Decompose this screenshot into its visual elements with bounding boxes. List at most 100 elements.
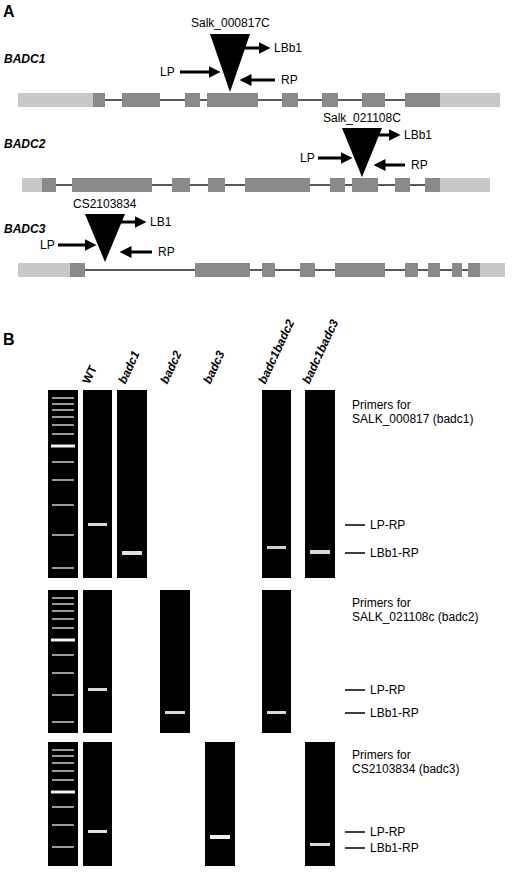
utr-box [18, 263, 70, 277]
exon-box [362, 93, 385, 107]
exon-box [405, 93, 440, 107]
exon-box [207, 93, 258, 107]
exon-box [425, 178, 440, 192]
exon-box [452, 263, 462, 277]
gel-band [165, 711, 185, 714]
ladder-band [51, 639, 75, 642]
exon-box [195, 263, 250, 277]
primer-arrow [378, 164, 405, 167]
primer-name: LBb1 [274, 41, 302, 55]
gel-band [310, 843, 330, 846]
utr-box [440, 93, 500, 107]
gel-band [122, 551, 142, 555]
gel-band [310, 550, 330, 554]
exon-box [468, 263, 480, 277]
utr-box [440, 178, 490, 192]
gene-name: BADC2 [4, 137, 45, 151]
gel-lane [48, 742, 78, 866]
primer-arrow [114, 221, 142, 224]
gel-band [88, 523, 107, 526]
gel-lane [160, 590, 190, 733]
lane-header: WT [79, 363, 100, 386]
primer-name: RP [411, 158, 428, 172]
exon-box [42, 178, 56, 192]
primer-set-label: Primers for CS2103834 (badc3) [352, 748, 472, 776]
exon-box [352, 178, 378, 192]
gel-lane [83, 742, 112, 866]
exon-box [335, 263, 385, 277]
primer-arrow [240, 47, 266, 50]
insertion-name: Salk_021108C [323, 111, 401, 125]
exon-box [70, 263, 85, 277]
exon-box [208, 178, 225, 192]
gel-lane [305, 390, 335, 578]
primer-name: LBb1 [404, 128, 432, 142]
gel-band [267, 546, 286, 549]
primer-arrow [318, 157, 348, 160]
gene-name: BADC1 [4, 52, 45, 66]
band-label: LP-RP [370, 825, 405, 839]
exon-box [405, 263, 418, 277]
gel-lane [48, 590, 78, 733]
gel-lane [48, 390, 78, 578]
utr-box [18, 93, 93, 107]
primer-arrow [180, 71, 216, 74]
exon-box [395, 178, 410, 192]
primer-name: LP [300, 151, 315, 165]
exon-box [172, 178, 190, 192]
gel-lane [83, 390, 112, 578]
ladder-bands [52, 598, 74, 722]
utr-box [22, 178, 42, 192]
panel-letter: A [3, 2, 15, 21]
insertion-name: CS2103834 [73, 197, 136, 211]
band-label: LBb1-RP [370, 841, 419, 855]
band-label: LP-RP [370, 683, 405, 697]
insertion-triangle [210, 34, 250, 92]
primer-name: LP [160, 65, 175, 79]
exon-box [330, 178, 345, 192]
primer-arrow [124, 251, 152, 254]
band-label: LBb1-RP [370, 546, 419, 560]
gel-lane [83, 590, 112, 733]
gel-band [88, 688, 107, 691]
exon-box [122, 93, 160, 107]
gel-lane [262, 390, 291, 578]
band-marker-lines [345, 525, 365, 848]
exon-box [322, 93, 338, 107]
gene-name: BADC3 [4, 222, 45, 236]
primer-name: RP [281, 73, 298, 87]
primer-name: LP [40, 238, 55, 252]
utr-box [480, 263, 505, 277]
exon-box [300, 263, 315, 277]
panel-letter: B [3, 330, 15, 349]
exon-box [262, 263, 275, 277]
primer-name: LB1 [150, 215, 171, 229]
exon-box [282, 93, 298, 107]
primer-arrow [244, 79, 275, 82]
band-label: LP-RP [370, 518, 405, 532]
insertion-name: Salk_000817C [191, 16, 270, 30]
primer-set-label: Primers for SALK_000817 (badc1) [352, 398, 486, 426]
primer-name: RP [158, 245, 175, 259]
exon-box [185, 93, 200, 107]
lane-header: badc1 [115, 349, 142, 386]
lane-header: badc3 [200, 349, 227, 386]
primer-arrow [372, 134, 396, 137]
gel-band [210, 835, 230, 839]
exon-box [245, 178, 310, 192]
gel-band [267, 711, 286, 714]
primer-set-label: Primers for SALK_021108c (badc2) [352, 596, 486, 624]
exon-box [428, 263, 440, 277]
lane-header: badc1badc3 [299, 317, 341, 386]
gel-lane [262, 590, 291, 733]
exon-box [93, 93, 105, 107]
ladder-bands [52, 750, 74, 847]
lane-header: badc1badc2 [255, 317, 297, 386]
band-label: LBb1-RP [370, 706, 419, 720]
primer-arrow [58, 244, 92, 247]
exon-box [72, 178, 152, 192]
ladder-band [51, 445, 75, 448]
lane-header: badc2 [157, 349, 184, 386]
